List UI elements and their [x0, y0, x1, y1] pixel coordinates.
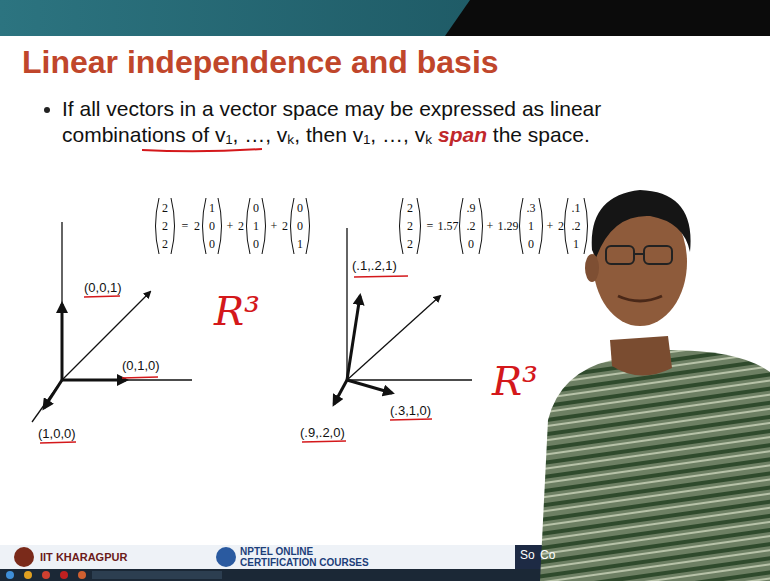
- equation-term: .1: [572, 201, 581, 215]
- equation-term: 0: [209, 219, 215, 233]
- vector-label: (0,1,0): [122, 358, 160, 373]
- equation-term: 0: [253, 237, 259, 251]
- equation-term: 2: [407, 201, 413, 215]
- top-band-dark: [445, 0, 770, 36]
- equation-term: 1: [253, 219, 259, 233]
- equation-term: =: [182, 219, 189, 233]
- equation-term: +: [547, 219, 554, 233]
- equation-term: 0: [297, 201, 303, 215]
- equation-term: 2: [162, 201, 168, 215]
- equation-term: 0: [468, 237, 474, 251]
- hand-underline: [142, 149, 262, 151]
- equation-term: 0: [528, 237, 534, 251]
- vector-label: (.3,1,0): [390, 403, 431, 418]
- equation-term: 1: [297, 237, 303, 251]
- vector-label: (.1,.2,1): [352, 258, 397, 273]
- equation-term: 2: [407, 219, 413, 233]
- equation-term: +: [227, 219, 234, 233]
- equation-term: +: [271, 219, 278, 233]
- equation-term: 1: [528, 219, 534, 233]
- iit-logo: [14, 547, 34, 567]
- equation-term: +: [487, 219, 494, 233]
- vector-brackets: [156, 198, 588, 254]
- slide-title: Linear independence and basis: [22, 44, 499, 81]
- footer-band: [0, 545, 545, 569]
- equation-term: 2: [238, 219, 244, 233]
- equation-term: 2: [407, 237, 413, 251]
- equation-term: 0: [253, 201, 259, 215]
- equation-term: 0: [209, 237, 215, 251]
- equation-term: .2: [572, 219, 581, 233]
- equation-term: 2: [282, 219, 288, 233]
- presenter: [540, 190, 770, 581]
- equation-term: .3: [527, 201, 536, 215]
- equation-term: 2: [162, 219, 168, 233]
- left-axes: [32, 222, 192, 422]
- emphasis-word: span: [438, 123, 487, 146]
- taskbar-icons: [6, 571, 222, 579]
- equation-term: 2: [194, 219, 200, 233]
- top-band: [0, 0, 770, 36]
- equation-term: 1.29: [498, 219, 519, 233]
- right-axes: [334, 228, 472, 404]
- nptel-logo: [216, 547, 236, 567]
- equation-term: =: [427, 219, 434, 233]
- equation-term: 2: [162, 237, 168, 251]
- bullet-paragraph: If all vectors in a vector space may be …: [62, 96, 662, 148]
- vector-label: (1,0,0): [38, 426, 76, 441]
- vector-label: (.9,.2,0): [300, 425, 345, 440]
- equation-term: 0: [297, 219, 303, 233]
- footer-text: NPTEL ONLINE: [240, 546, 313, 557]
- equation-term: 1.57: [438, 219, 459, 233]
- vector-label: (0,0,1): [84, 280, 122, 295]
- equation-term: .9: [467, 201, 476, 215]
- equation-term: 1: [573, 237, 579, 251]
- equation-term: 1: [209, 201, 215, 215]
- footer-text: CERTIFICATION COURSES: [240, 557, 369, 568]
- footer-text: Co: [540, 548, 555, 562]
- footer-text: So: [520, 548, 535, 562]
- bullet-text: the space.: [493, 123, 590, 146]
- equation-term: 2: [558, 219, 564, 233]
- equation-term: .2: [467, 219, 476, 233]
- footer-text: IIT KHARAGPUR: [40, 551, 127, 563]
- handwritten-note: R³: [214, 288, 260, 334]
- handwritten-note: R³: [492, 358, 538, 404]
- bullet-dot: [44, 107, 50, 113]
